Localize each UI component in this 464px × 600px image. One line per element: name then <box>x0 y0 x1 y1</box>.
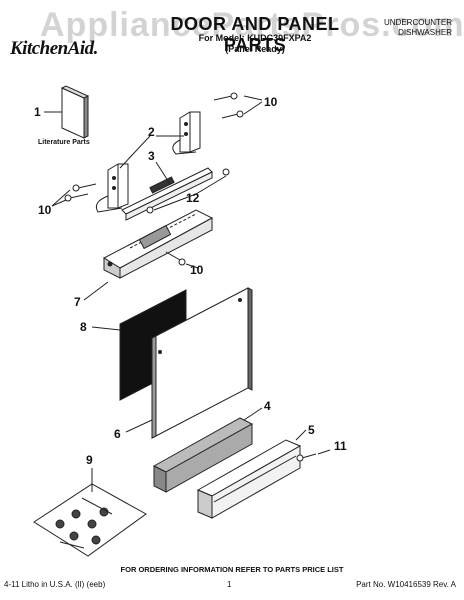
callout-10-top: 10 <box>264 95 278 109</box>
leader-3 <box>155 161 171 185</box>
callout-10-left: 10 <box>38 203 52 217</box>
callout-11: 11 <box>334 439 347 453</box>
page-number: 1 <box>227 580 232 589</box>
panel-note: (Panel Ready) <box>225 44 285 54</box>
leader-10b <box>51 189 71 207</box>
leader-10a2 <box>243 101 263 115</box>
leader-10b2 <box>51 199 67 207</box>
control-panel-assembly <box>102 209 214 279</box>
callout-8: 8 <box>80 320 87 334</box>
product-line-2: DISHWASHER <box>398 28 452 37</box>
page-title: DOOR AND PANEL PARTS <box>170 14 340 55</box>
screws-top <box>213 92 244 119</box>
callout-2: 2 <box>148 125 155 139</box>
callout-12: 12 <box>186 191 200 205</box>
screws-left <box>64 183 97 202</box>
screw-lower <box>165 251 186 266</box>
product-line-1: UNDERCOUNTER <box>384 18 452 27</box>
leader-12a <box>195 175 227 195</box>
leader-8 <box>91 326 121 331</box>
callout-4: 4 <box>264 399 271 413</box>
left-hinge-bracket <box>95 163 129 213</box>
leader-11 <box>317 449 331 455</box>
callout-6: 6 <box>114 427 121 441</box>
screws-12 <box>146 168 230 214</box>
leader-10a <box>243 95 263 101</box>
leader-10c <box>185 263 199 269</box>
leader-2b <box>119 135 151 169</box>
callout-3: 3 <box>148 149 155 163</box>
callout-5: 5 <box>308 423 315 437</box>
model-line: For Model: KUDC30FXPA2 <box>198 33 312 43</box>
callout-7: 7 <box>74 295 81 309</box>
door-panel <box>151 287 253 439</box>
callout-1: 1 <box>34 105 41 119</box>
ordering-note: FOR ORDERING INFORMATION REFER TO PARTS … <box>120 565 344 574</box>
literature-booklet <box>60 85 90 139</box>
right-hinge-bracket <box>172 111 201 155</box>
foam-strip <box>152 417 254 493</box>
callout-10-lower: 10 <box>190 263 204 277</box>
leader-5 <box>295 429 307 441</box>
leader-6 <box>125 419 153 433</box>
hardware-bag <box>33 483 147 557</box>
screw-11 <box>296 453 317 462</box>
leader-4 <box>243 407 263 421</box>
part-number: Part No. W10416539 Rev. A <box>356 580 456 589</box>
brand-logo: KitchenAid. <box>10 38 98 59</box>
leader-12b <box>153 193 197 211</box>
callout-9: 9 <box>86 453 93 467</box>
litho-note: 4-11 Litho in U.S.A. (lI) (eeb) <box>4 580 106 589</box>
literature-label: Literature Parts <box>38 139 90 146</box>
bottom-trim <box>196 439 302 519</box>
leader-7 <box>83 281 109 301</box>
